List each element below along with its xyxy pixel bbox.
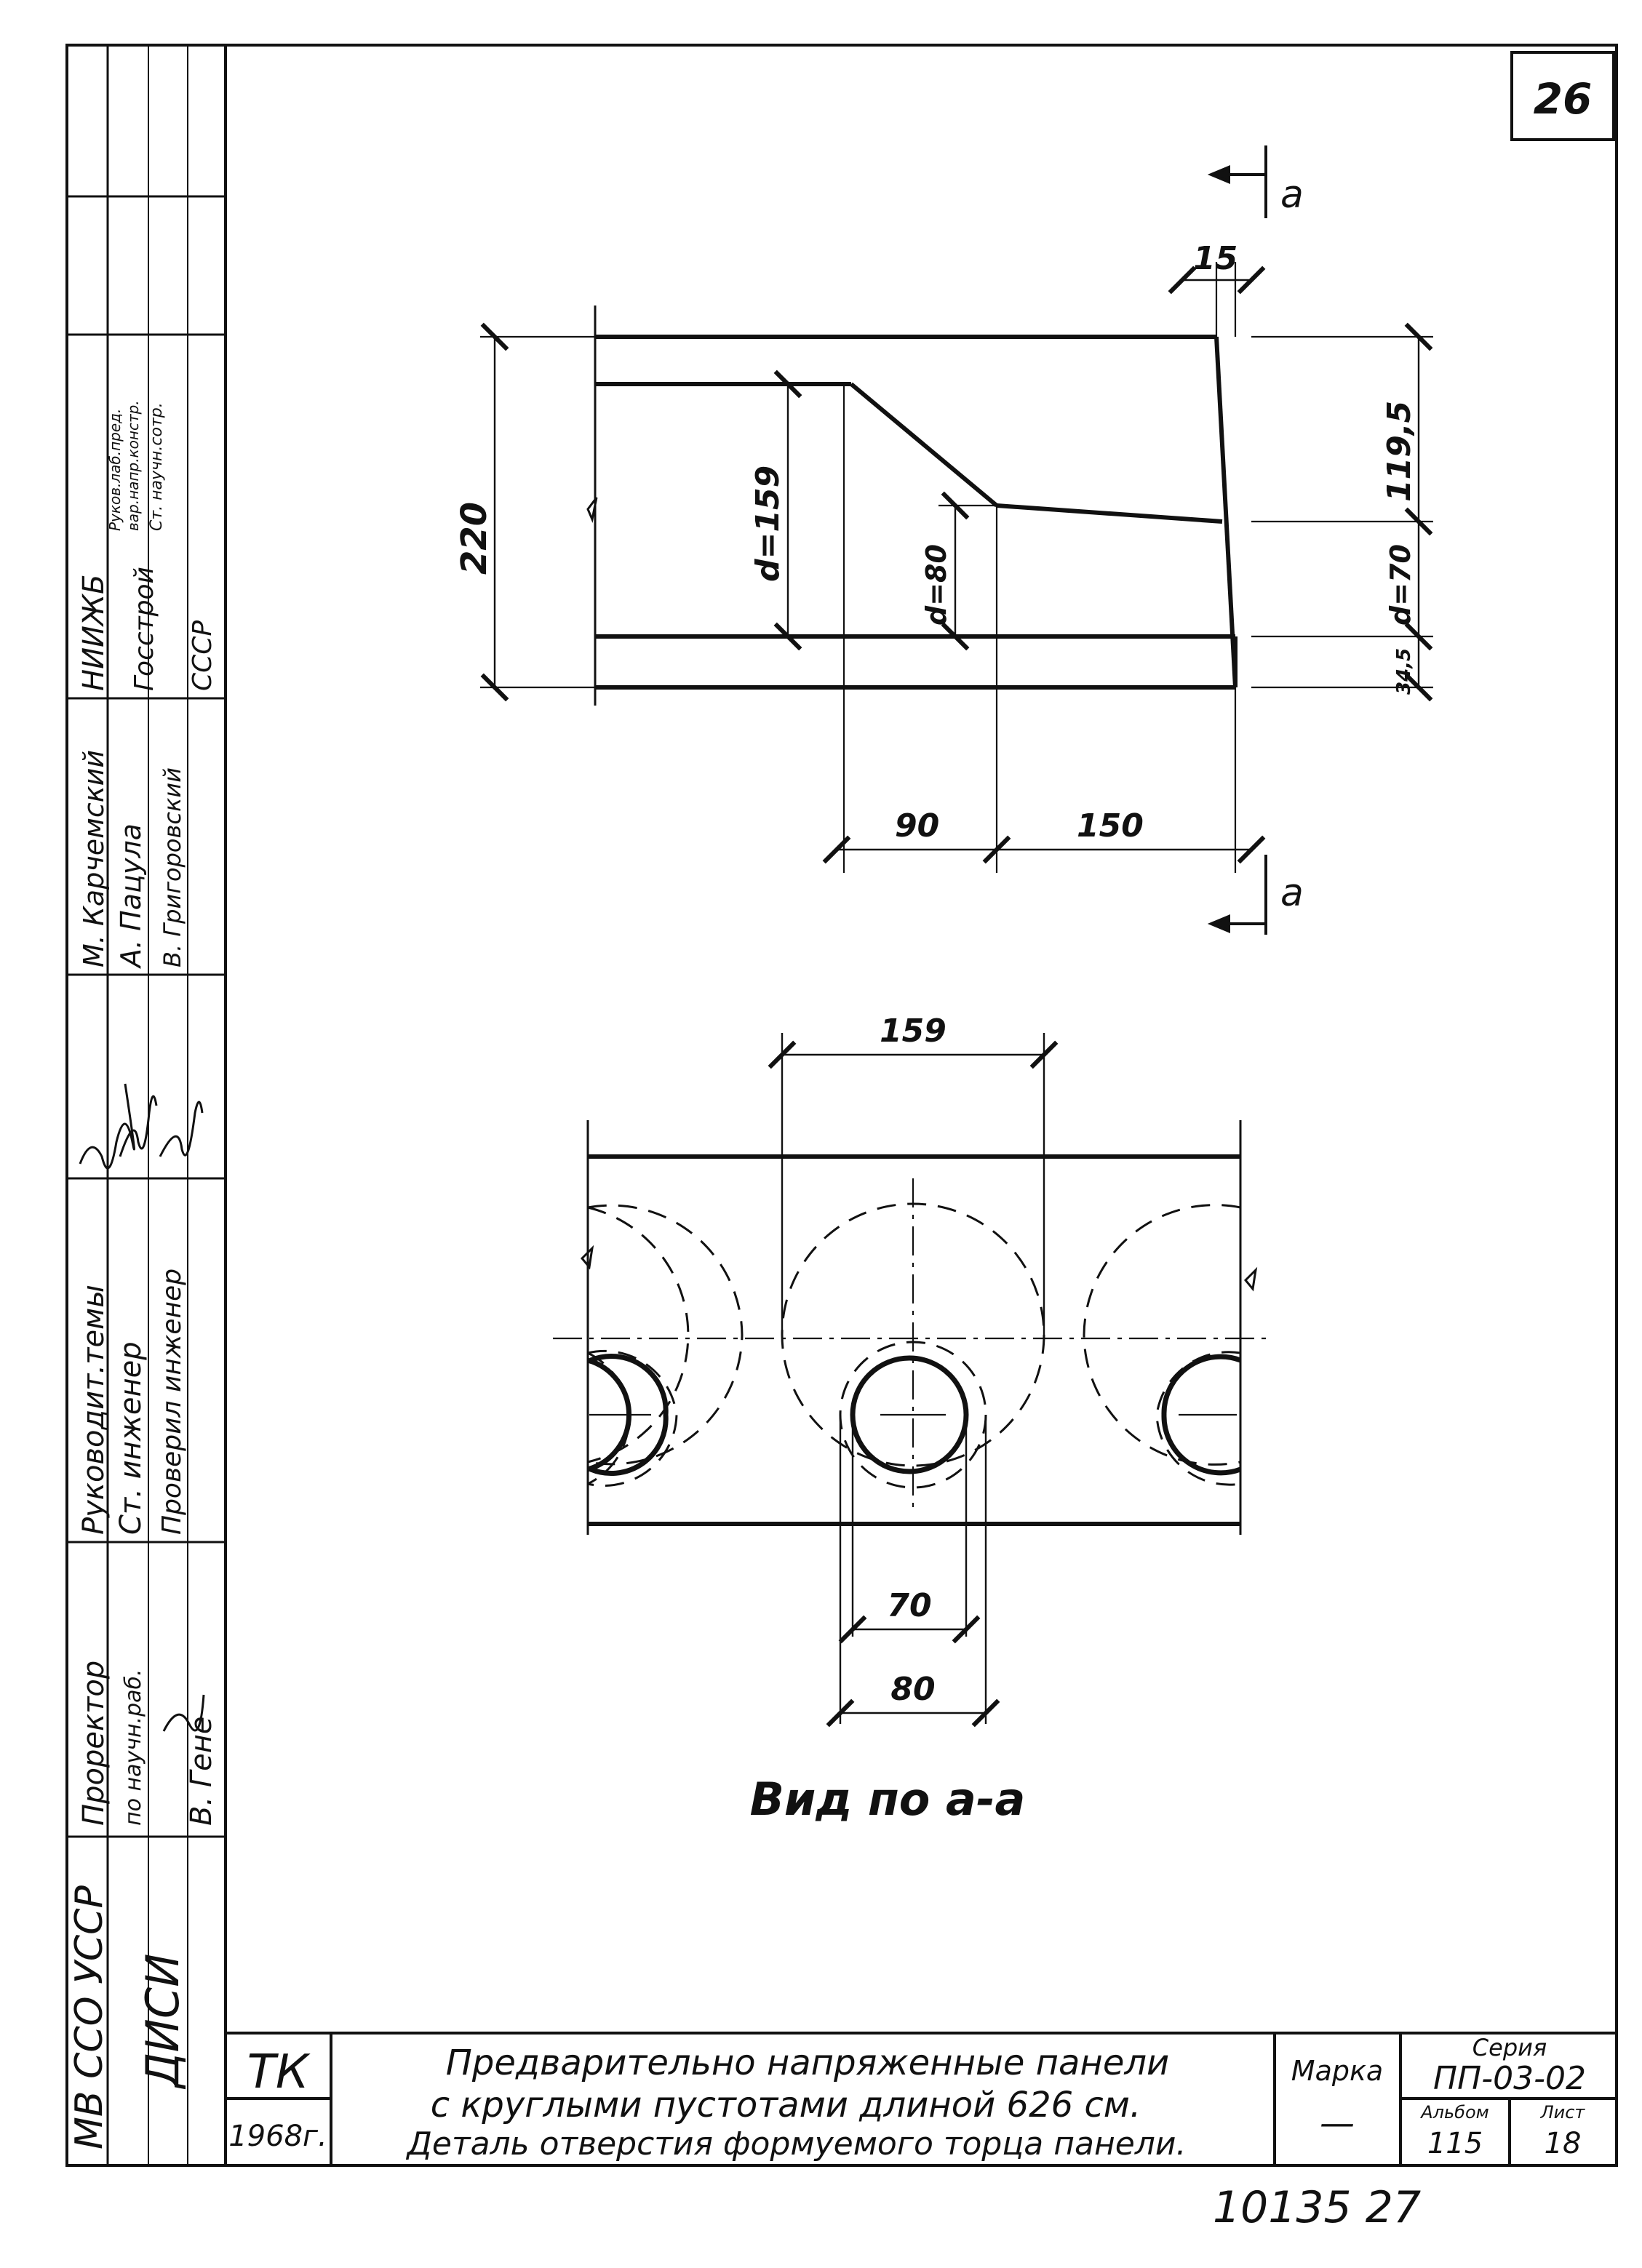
top-view-labels: а а 15 220 d=159 d=80 119,5 d=70 34,5 90…: [454, 173, 1418, 915]
archive-number: 10135 27: [1213, 2182, 1421, 2233]
dim-hole-small: d=80: [920, 544, 952, 626]
section-mark-bottom: а: [1280, 871, 1304, 915]
role-lab-head: Руков.лаб.пред.: [106, 409, 124, 531]
sheet-value: 18: [1545, 2127, 1582, 2160]
dim-bottom-offset: 34,5: [1393, 648, 1415, 695]
name-grigorovsky: В. Григоровский: [159, 767, 186, 967]
cavity-large-left: [587, 1204, 744, 1466]
position-research: по научн.раб.: [121, 1669, 146, 1826]
section-view-labels: 159 70 80 Вид по а-а: [750, 1013, 1026, 1826]
dim-flange: 15: [1193, 240, 1238, 277]
title-line-2: с круглыми пустотами длиной 626 см.: [431, 2085, 1141, 2125]
name-karchemsky: М. Карчемский: [78, 750, 110, 967]
title-block-text: ТК 1968г. Предварительно напряженные пан…: [228, 2034, 1586, 2163]
role-construction: вар.напр.констр.: [124, 400, 142, 531]
title-line-3: Деталь отверстия формуемого торца панели…: [406, 2125, 1187, 2163]
org-ussr: СССР: [188, 620, 218, 691]
album-label: Альбом: [1419, 2102, 1489, 2123]
position-head: Руководит.темы: [77, 1285, 111, 1535]
page-number: 26: [1534, 74, 1593, 124]
position-senior-engineer: Ст. инженер: [114, 1341, 148, 1535]
section-caption: Вид по а-а: [750, 1773, 1026, 1826]
ministry-label: МВ ССО УССР: [68, 1885, 111, 2149]
marka-label: Марка: [1291, 2055, 1383, 2087]
signatures: [79, 1083, 205, 1732]
title-line-1: Предварительно напряженные панели: [446, 2043, 1169, 2083]
title-block: [226, 2032, 1617, 2165]
page-number-box: 26: [1510, 51, 1615, 141]
org-code: ТК: [247, 2045, 311, 2099]
sheet-frame: [65, 44, 1618, 2167]
year: 1968г.: [228, 2120, 327, 2153]
dim-overall-height: 220: [454, 502, 495, 575]
position-prorector: Проректор: [77, 1661, 111, 1826]
cavity-large-right: [1083, 1204, 1241, 1466]
marka-value: —: [1320, 2103, 1355, 2144]
dim-straight-length: 150: [1077, 807, 1144, 844]
section-view: [553, 1033, 1273, 1728]
sheet-label: Лист: [1540, 2102, 1586, 2123]
series-label: Серия: [1472, 2034, 1547, 2061]
dim-taper-length: 90: [895, 807, 939, 844]
org-niizhb: НИИЖБ: [77, 575, 111, 691]
role-senior-researcher: Ст. научн.сотр.: [148, 402, 166, 531]
position-checked: Проверил инженер: [157, 1269, 187, 1535]
section-mark-top: а: [1280, 173, 1304, 217]
name-patsula: А. Пацула: [115, 823, 147, 970]
side-stamp-text: МВ ССО УССР ДИСИ Проректор по научн.раб.…: [68, 400, 218, 2149]
dim-outer-80: 80: [890, 1671, 935, 1708]
album-value: 115: [1427, 2127, 1483, 2160]
org-gosstroy: Госстрой: [129, 567, 159, 691]
dim-inner-70: 70: [887, 1587, 931, 1624]
institute-label: ДИСИ: [136, 1954, 189, 2091]
side-stamp: [67, 45, 226, 2165]
name-gene: В. Гене: [185, 1716, 218, 1826]
dim-hole-large: d=159: [749, 466, 786, 582]
dim-top-width: 159: [880, 1013, 946, 1050]
top-view: [480, 145, 1433, 935]
series-value: ПП-03-02: [1433, 2060, 1586, 2097]
dim-top-offset: 119,5: [1381, 401, 1418, 502]
dim-hole-70: d=70: [1384, 544, 1416, 626]
hole-inner-right: [1161, 1354, 1242, 1476]
